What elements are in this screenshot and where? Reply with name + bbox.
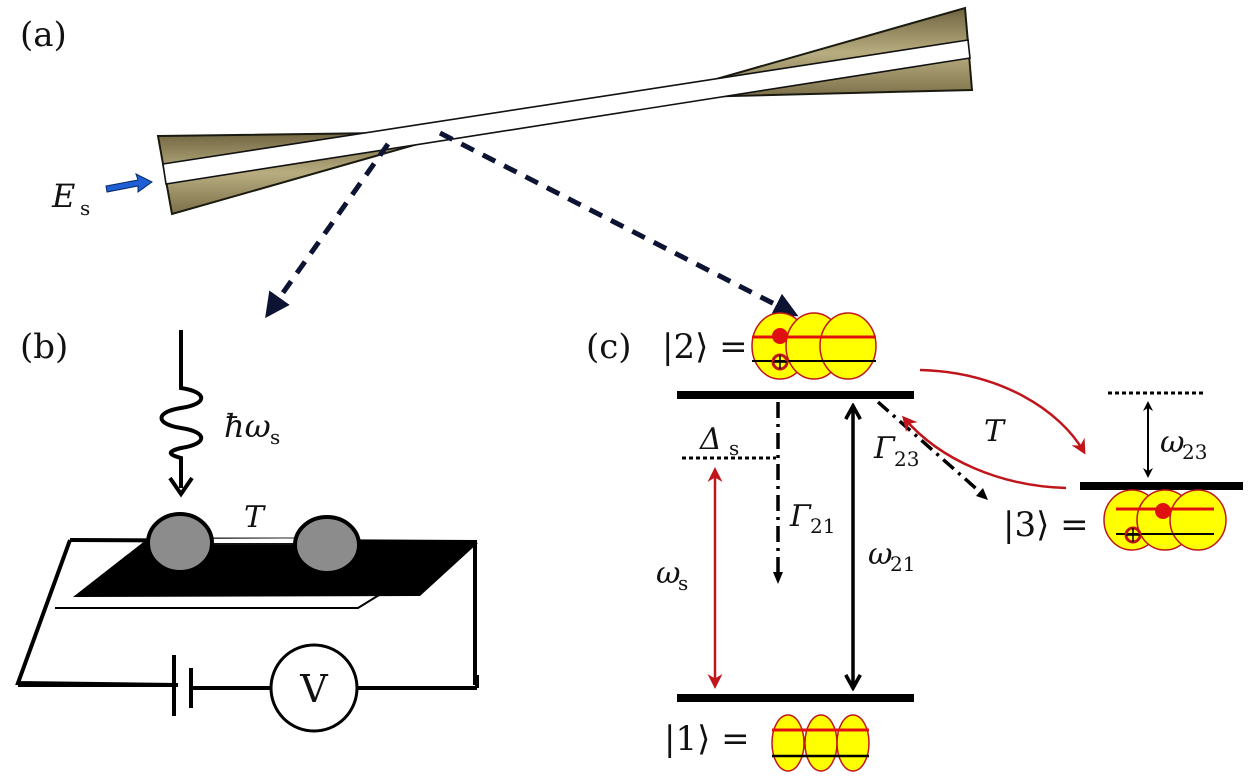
- photon-label-sub: s: [270, 425, 280, 449]
- omega21-label-sub: 21: [890, 552, 915, 576]
- tunneling-arrow-backward: [902, 415, 1067, 490]
- detuning-label-sub: s: [729, 436, 739, 460]
- state-2-label: |2⟩ =: [662, 327, 748, 367]
- bias-circuit: [18, 655, 479, 716]
- photon-label: ħω: [224, 407, 271, 445]
- panel-b-label: (b): [20, 327, 68, 367]
- photon-wavy-arrow: [159, 330, 203, 498]
- gamma21-label-sub: 21: [810, 514, 835, 538]
- tunneling-label-b: T: [244, 500, 266, 535]
- omega-s-label: ω: [656, 556, 680, 591]
- quantum-dot-left: [146, 512, 214, 574]
- tunneling-arrow-forward: [919, 368, 1086, 455]
- double-quantum-dot: [146, 512, 361, 575]
- tapered-waveguide: [156, 6, 974, 216]
- state-1-dots: [771, 714, 870, 772]
- detuning-label: Δ: [699, 422, 722, 457]
- gamma23-label-sub: 23: [894, 447, 919, 471]
- state-3-dots: [1103, 489, 1227, 551]
- tunneling-label-c: T: [984, 414, 1006, 449]
- field-label-sub: s: [80, 196, 90, 220]
- dashed-arrow-to-b: [265, 142, 391, 319]
- electron: [772, 328, 788, 344]
- state-1-label: |1⟩ =: [664, 719, 750, 759]
- input-field-arrow: [105, 173, 153, 193]
- quantum-dot-right: [293, 515, 361, 575]
- voltmeter-label: V: [299, 667, 328, 711]
- omega21-label: ω: [868, 537, 892, 572]
- voltmeter: V: [269, 643, 359, 733]
- gamma23-label: Γ: [873, 431, 896, 466]
- omega23-label: ω: [1160, 425, 1184, 460]
- panel-c-label: (c): [586, 327, 632, 367]
- gamma21-label: Γ: [789, 499, 812, 534]
- dashed-arrow-to-c: [438, 130, 799, 317]
- state-2-dots: [751, 312, 877, 380]
- electron: [1155, 503, 1171, 519]
- field-label-E: E: [51, 177, 75, 215]
- omega-s-label-sub: s: [678, 571, 688, 595]
- decay-arrow-23: [876, 400, 982, 494]
- substrate: [15, 538, 478, 687]
- state-3-label: |3⟩ =: [1003, 505, 1089, 545]
- panel-a-label: (a): [20, 15, 67, 55]
- omega23-label-sub: 23: [1182, 440, 1207, 464]
